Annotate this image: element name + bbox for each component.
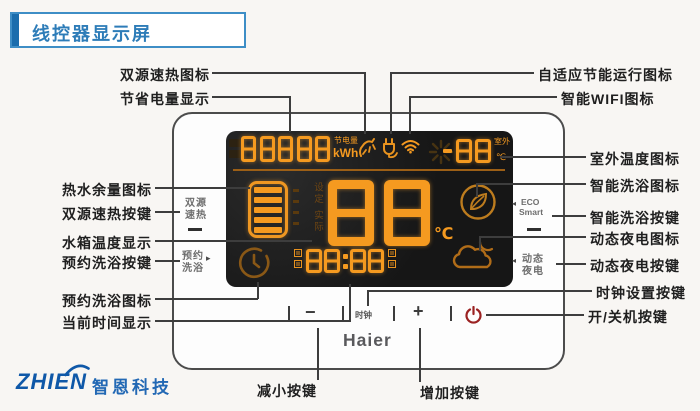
time-indicator-square [388,260,396,268]
callout-tank-temp-display: 水箱温度显示 [62,235,152,251]
outdoor-digit [475,139,491,163]
zhien-company-name: 智恩科技 [92,378,172,397]
time-indicator-square [388,249,396,257]
left-arrow-icon: ◂ [512,199,517,208]
callout-hot-water-icon: 热水余量图标 [62,182,152,198]
callout-energy-saving-display: 节省电量显示 [120,91,210,107]
callout-adaptive-eco-icon: 自适应节能运行图标 [538,67,673,83]
energy-digit [278,136,293,162]
eco-smart-key[interactable]: Smart [519,207,544,217]
outdoor-label: 室外 [494,137,510,146]
time-indicator-square [294,260,302,268]
callout-smart-bath-icon: 智能洗浴图标 [590,178,680,194]
tank-tick [293,189,299,192]
reserve-bath-key[interactable]: 预约 [182,251,204,262]
right-arrow-icon: ▸ [206,253,211,263]
water-tank-icon [248,181,288,238]
tank-bar [254,197,282,203]
clock-set-button[interactable]: 时钟 [355,310,373,320]
tank-bar [254,227,282,233]
dim-segment [229,150,240,158]
callout-current-time-display: 当前时间显示 [62,315,152,331]
callout-decrease-key: 减小按键 [257,383,317,399]
dim-segment [229,139,240,147]
title-accent-bar [12,14,19,46]
energy-digit [260,136,275,162]
callout-increase-key: 增加按键 [420,385,480,401]
dual-source-key[interactable]: 速热 [185,210,207,221]
set-label: 设定 [312,182,323,205]
page-title: 线控器显示屏 [32,24,152,44]
time-digit [350,249,366,273]
callout-smart-bath-key: 智能洗浴按键 [590,210,680,226]
temp-degree: ℃ [434,226,454,243]
tap-heat-icon [358,136,378,160]
separator [342,306,344,321]
tank-tick [293,222,299,225]
eco-smart-key[interactable]: ECO [521,197,540,207]
time-digit [306,249,322,273]
callout-dynamic-night-key: 动态夜电按键 [590,258,680,274]
display-divider [233,169,505,171]
minus-sign-segment [443,149,452,153]
callout-dynamic-night-icon: 动态夜电图标 [590,231,680,247]
callout-outdoor-temp-icon: 室外温度图标 [590,151,680,167]
wifi-icon [401,139,420,154]
cloud-night-icon [450,238,498,272]
energy-digit [241,136,256,162]
zhien-logo: ZHIEN [16,369,87,394]
callout-dual-source-icon: 双源速热图标 [120,67,210,83]
dual-source-key-dash[interactable] [188,228,202,231]
time-digit [368,249,384,273]
zhien-swoosh-icon [64,362,90,377]
callout-dual-source-key: 双源速热按键 [62,206,152,222]
clock-icon [237,246,271,280]
minus-button[interactable]: − [305,302,316,322]
plus-button[interactable]: + [413,301,424,321]
tank-bar [254,217,282,223]
haier-logo: Haier [343,330,392,350]
callout-power-key: 开/关机按键 [588,309,668,325]
callout-smart-wifi-icon: 智能WIFI图标 [561,91,655,107]
time-digit [324,249,340,273]
actual-label: 实际 [312,210,323,233]
outdoor-digit [456,139,472,163]
callout-clock-set-key: 时钟设置按键 [596,285,686,301]
energy-digit [315,136,330,162]
callout-reserve-bath-icon: 预约洗浴图标 [62,293,152,309]
leaf-circle-icon [458,182,498,222]
reserve-bath-key[interactable]: 洗浴 [182,263,204,274]
temp-digit [328,180,374,246]
tank-bar [254,207,282,213]
callout-reserve-bath-key: 预约洗浴按键 [62,255,152,271]
temp-digit [384,180,430,246]
tank-tick [293,211,299,214]
page-title-box: 线控器显示屏 [10,12,246,48]
left-arrow-icon: ◂ [512,256,517,265]
power-icon[interactable] [464,305,483,325]
dynamic-night-key[interactable]: 动态 [522,254,544,265]
energy-digit [297,136,312,162]
time-indicator-square [294,249,302,257]
dynamic-night-key[interactable]: 夜电 [522,266,544,277]
energy-unit: kWh [333,146,359,160]
separator [288,306,290,321]
energy-label: 节电量 [334,136,358,145]
separator [393,306,395,321]
dual-source-key[interactable]: 双源 [185,198,207,209]
eco-smart-key-dash[interactable] [527,228,541,231]
tank-bar [254,187,282,193]
separator [450,306,452,321]
tank-tick [293,200,299,203]
plug-eco-icon [380,134,400,160]
